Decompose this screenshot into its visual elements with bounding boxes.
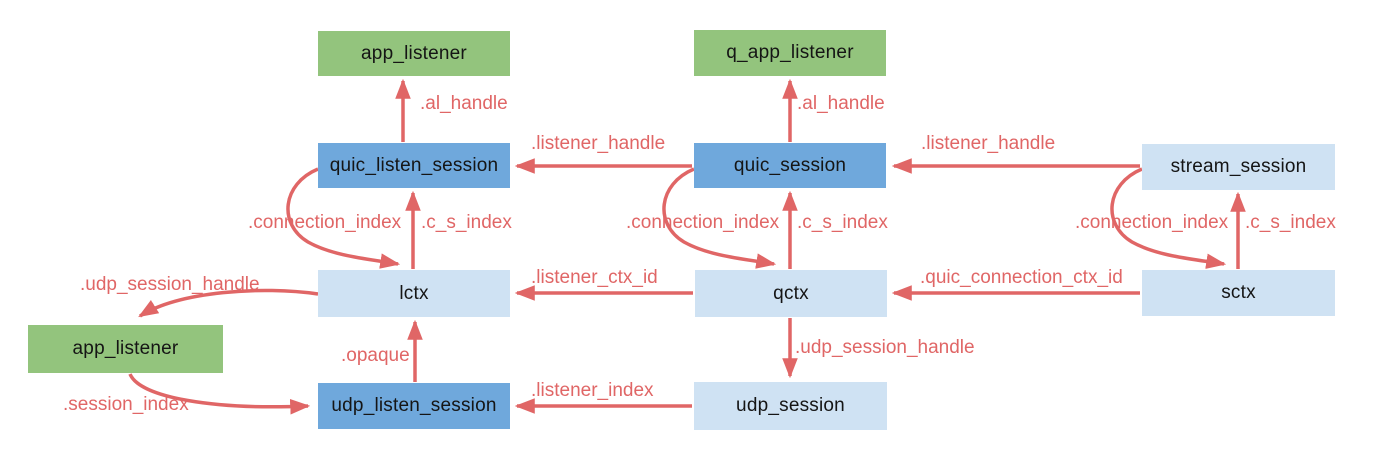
node-q-app-listener: q_app_listener <box>694 30 886 76</box>
node-stream-session: stream_session <box>1142 144 1335 190</box>
edge-label-al-handle-2: .al_handle <box>797 93 885 114</box>
edge-label-connection-index-3: .connection_index <box>1075 212 1229 233</box>
edge-label-connection-index-2: .connection_index <box>626 212 780 233</box>
edge-label-c-s-index-1: .c_s_index <box>421 212 512 233</box>
edge-connection-index-3 <box>1110 167 1227 269</box>
node-lctx: lctx <box>318 270 510 317</box>
node-udp-session: udp_session <box>694 382 887 430</box>
edge-connection-index-2 <box>662 167 777 269</box>
edge-label-udp-session-handle-1: .udp_session_handle <box>80 274 260 295</box>
edge-label-c-s-index-2: .c_s_index <box>797 212 888 233</box>
node-udp-listen-session: udp_listen_session <box>318 383 510 429</box>
node-qctx: qctx <box>695 270 887 317</box>
edge-session-index <box>128 373 311 415</box>
edge-label-opaque: .opaque <box>341 345 410 366</box>
node-quic-session: quic_session <box>694 143 886 188</box>
edge-label-session-index: .session_index <box>63 394 189 415</box>
edge-label-connection-index-1: .connection_index <box>248 212 402 233</box>
edge-label-udp-session-handle-2: .udp_session_handle <box>795 337 975 358</box>
edge-label-al-handle-1: .al_handle <box>420 93 508 114</box>
edge-label-listener-handle-2: .listener_handle <box>921 133 1056 154</box>
node-app-listener-bottom: app_listener <box>28 325 223 373</box>
edge-label-c-s-index-3: .c_s_index <box>1245 212 1336 233</box>
edge-label-listener-ctx-id: .listener_ctx_id <box>531 267 658 288</box>
node-sctx: sctx <box>1142 270 1335 316</box>
edge-label-listener-index: .listener_index <box>531 380 654 401</box>
node-quic-listen-session: quic_listen_session <box>318 143 510 188</box>
edge-udp-session-handle-1 <box>138 288 319 318</box>
node-app-listener-top: app_listener <box>318 31 510 76</box>
edge-label-listener-handle-1: .listener_handle <box>531 133 666 154</box>
edge-label-quic-connection-ctx-id: .quic_connection_ctx_id <box>920 267 1123 288</box>
edge-connection-index-1 <box>286 167 401 269</box>
